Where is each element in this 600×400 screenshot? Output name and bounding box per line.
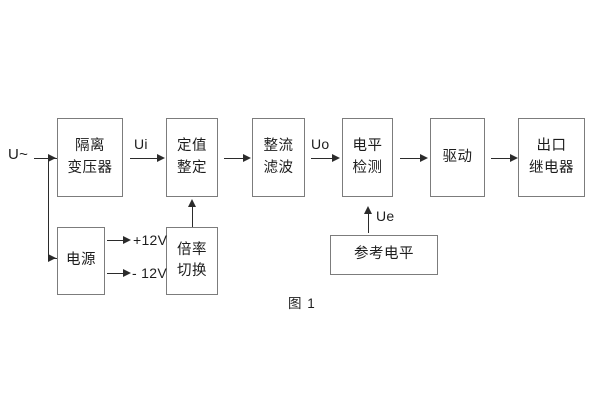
arrowhead-source-to-transformer — [48, 153, 56, 162]
arrowhead-setting-to-rectify — [243, 153, 251, 162]
arrowhead-rail-positive — [123, 235, 131, 244]
wire-setting-to-rectify — [224, 158, 244, 159]
wire-level-to-drive — [400, 158, 421, 159]
block-multiplier-switch[interactable]: 倍率 切换 — [166, 227, 218, 295]
block-power-supply[interactable]: 电源 — [57, 227, 105, 295]
arrowhead-multiplier-to-setting — [187, 199, 196, 207]
figure-caption: 图 1 — [288, 296, 316, 311]
block-line: 倍率 — [177, 241, 207, 258]
block-line: 检测 — [352, 159, 383, 176]
wire-source-trunk — [48, 158, 49, 258]
block-line: 滤波 — [263, 159, 294, 176]
arrowhead-reference-to-level — [363, 206, 372, 214]
block-rectify-filter[interactable]: 整流 滤波 — [252, 118, 305, 197]
block-isolation-transformer[interactable]: 隔离 变压器 — [57, 118, 123, 197]
block-line: 电源 — [66, 252, 96, 269]
rail-label-positive: +12V — [133, 232, 168, 248]
signal-label-uo: Uo — [311, 136, 330, 152]
arrowhead-rail-negative — [123, 268, 131, 277]
wire-rail-positive — [107, 240, 124, 241]
arrowhead-level-to-drive — [420, 153, 428, 162]
block-output-relay[interactable]: 出口 继电器 — [518, 118, 585, 197]
block-level-detection[interactable]: 电平 检测 — [342, 118, 393, 197]
block-line: 定值 — [177, 138, 207, 155]
block-line: 切换 — [177, 263, 207, 279]
wire-transformer-to-setting — [130, 158, 158, 159]
block-line: 隔离 — [75, 138, 105, 155]
source-label-u-ac: U~ — [8, 146, 29, 163]
wire-rail-negative — [107, 273, 124, 274]
arrowhead-source-to-power-supply — [48, 253, 56, 262]
wire-rectify-to-level — [311, 158, 334, 159]
block-line: 电平 — [352, 138, 383, 155]
block-line: 继电器 — [529, 159, 574, 176]
block-drive[interactable]: 驱动 — [430, 118, 485, 197]
block-reference-level[interactable]: 参考电平 — [330, 235, 438, 275]
wire-multiplier-to-setting — [192, 206, 193, 227]
wire-drive-to-output-relay — [491, 158, 512, 159]
block-line: 变压器 — [67, 159, 113, 176]
arrowhead-transformer-to-setting — [157, 153, 165, 162]
block-line: 整定 — [177, 159, 207, 176]
rail-label-negative: - 12V — [132, 265, 167, 281]
signal-label-ue: Ue — [376, 208, 395, 224]
block-line: 驱动 — [442, 148, 473, 165]
block-line: 参考电平 — [354, 246, 414, 263]
wire-source-stub — [34, 158, 48, 159]
block-line: 出口 — [536, 138, 567, 155]
signal-label-ui: Ui — [134, 136, 148, 152]
block-line: 整流 — [263, 138, 294, 155]
block-setting-adjustment[interactable]: 定值 整定 — [166, 118, 218, 197]
wire-reference-to-level — [368, 213, 369, 233]
arrowhead-rectify-to-level — [332, 153, 340, 162]
arrowhead-drive-to-output-relay — [510, 153, 518, 162]
